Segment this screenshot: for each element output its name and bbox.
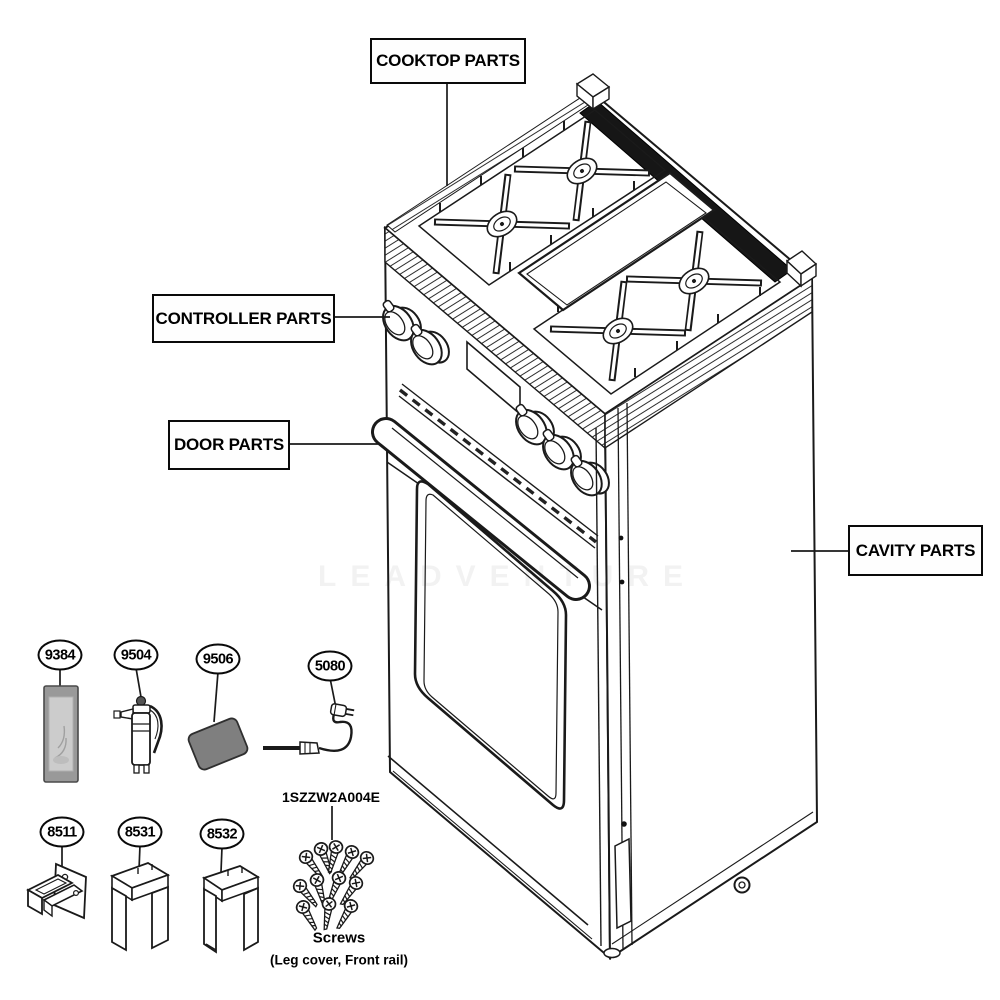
callout-5080: 5080 [307,650,353,682]
front-foot [603,947,621,959]
screw-pile [290,838,377,934]
burner-grate [513,120,651,222]
part-8531-leg-cover [109,862,171,952]
screws-part-number: 1SZZW2A004E [281,789,381,805]
control-panel-group [382,299,610,549]
label-cooktop-parts: COOKTOP PARTS [370,38,526,84]
burners [433,120,763,382]
hinge-bracket [614,837,632,930]
caster-wheel [733,876,751,894]
hinge-screw [618,535,624,541]
burner-grate [549,280,687,382]
part-8511-bracket [26,862,87,920]
control-knob [542,428,582,471]
door-handle [371,417,591,601]
cavity-side-group [603,402,814,959]
part-9506-pad [187,717,249,771]
callout-8532: 8532 [199,818,245,850]
callout-9504: 9504 [113,639,159,671]
door-window [413,480,568,810]
callout-9506: 9506 [195,643,241,675]
hinge-screw [619,579,625,585]
screws-caption: Screws [312,929,366,947]
rail-corner-blocks [575,73,818,288]
control-knob [410,323,450,366]
vent-slots [398,383,599,549]
cooktop-side-lips [384,226,813,450]
control-knob [515,403,555,446]
control-knobs [382,299,610,497]
griddle-plate [517,171,716,312]
callout-9384: 9384 [37,639,83,671]
part-9504-grease-gun [113,695,163,774]
label-cavity-parts: CAVITY PARTS [848,525,983,576]
part-9384-pouch [43,685,79,783]
door-bottom [387,755,593,940]
part-5080-power-cord [263,703,355,755]
callout-8511: 8511 [39,816,85,848]
label-controller-parts: CONTROLLER PARTS [152,294,335,343]
label-door-parts: DOOR PARTS [168,420,290,470]
callout-8531: 8531 [117,816,163,848]
oven-door-group [371,417,603,947]
part-8532-leg-cover [201,865,261,954]
hinge-screw [621,821,627,827]
left-burner-grate-area [417,109,667,286]
cooktop-group [386,73,818,395]
screws-subcaption: (Leg cover, Front rail) [269,952,409,968]
burner-grate [625,230,763,332]
burner-grate [433,173,571,275]
